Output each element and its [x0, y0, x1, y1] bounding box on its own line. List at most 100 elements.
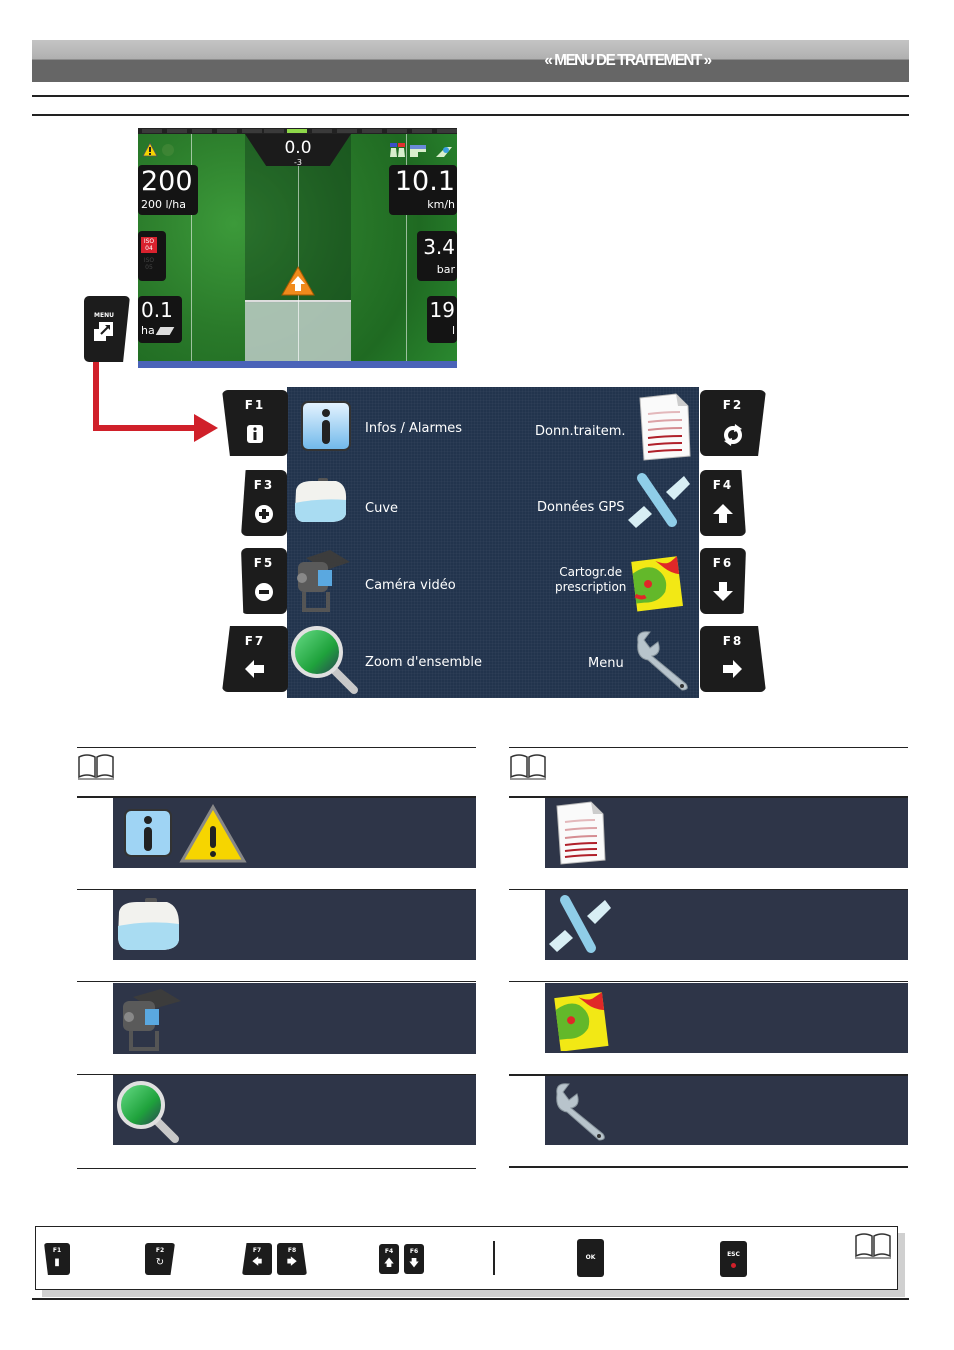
divider	[509, 889, 908, 890]
f2-key[interactable]: F2	[700, 390, 766, 456]
prescription-map-section	[545, 983, 908, 1053]
rate-panel[interactable]: 200 200 l/ha	[138, 165, 198, 215]
menu-item-donn-traitem[interactable]: Donn.traitem.	[535, 424, 626, 439]
f5-key[interactable]: F5	[241, 548, 287, 614]
section-title: « MENU DE TRAITEMENT »	[544, 52, 712, 69]
divider	[509, 1074, 908, 1076]
esc-dot-icon	[731, 1263, 736, 1268]
prescription-map-icon[interactable]	[628, 553, 684, 613]
rate-value: 200	[141, 166, 193, 197]
legend-esc-key: ESC	[720, 1241, 747, 1277]
f6-key[interactable]: F6	[700, 548, 746, 614]
f1-key-label: F1	[244, 398, 266, 412]
menu-item-menu[interactable]: Menu	[588, 656, 624, 671]
wrench-icon	[556, 1083, 605, 1141]
tank-icon[interactable]	[292, 476, 348, 524]
f7-key[interactable]: F7	[222, 626, 288, 692]
status-strip	[138, 361, 457, 368]
volume-value: 19	[429, 298, 455, 322]
divider	[77, 1168, 476, 1169]
document-icon[interactable]	[636, 392, 692, 462]
arrow-up-icon: 🡅	[383, 1258, 395, 1269]
menu-enter-icon	[94, 322, 113, 341]
section-header	[32, 40, 909, 82]
f1-key[interactable]: F1	[222, 390, 288, 456]
treatment-data-section	[545, 798, 908, 868]
area-panel[interactable]: 0.1 ha	[138, 296, 182, 343]
divider	[509, 796, 908, 798]
refresh-icon: ↻	[155, 1257, 165, 1268]
wrench-icon[interactable]	[630, 628, 694, 694]
legend-f8-label: F8	[287, 1247, 297, 1254]
info-alarm-section	[113, 798, 476, 868]
menu-item-camera-video[interactable]: Caméra vidéo	[365, 578, 456, 593]
guide-line	[191, 128, 192, 363]
menu-key[interactable]: MENU	[84, 296, 130, 362]
speed-unit: km/h	[427, 198, 455, 211]
iso-inactive-badge: ISO 05	[143, 257, 155, 271]
offset-sub: -3	[294, 158, 302, 167]
guide-line	[406, 128, 407, 363]
menu-item-zoom-ensemble[interactable]: Zoom d'ensemble	[365, 655, 482, 670]
menu-key-label: MENU	[94, 312, 114, 319]
run-screen: 0.0 -3 200 200 l/ha 10.1 km/h ISO 04 ISO…	[138, 128, 457, 368]
info-icon[interactable]	[300, 400, 352, 452]
settings-menu-section	[545, 1076, 908, 1145]
divider	[77, 889, 476, 890]
boom-section	[192, 129, 212, 133]
guide-line	[298, 300, 299, 361]
tank-section	[113, 890, 476, 960]
info-key-icon	[247, 425, 263, 443]
f7-key-label: F7	[244, 634, 266, 648]
f8-key[interactable]: F8	[700, 626, 766, 692]
boom-section	[437, 129, 457, 133]
f4-key[interactable]: F4	[700, 470, 746, 536]
legend-f1-key: F1 ▮	[44, 1243, 70, 1275]
menu-item-donnees-gps[interactable]: Données GPS	[537, 500, 625, 515]
legend-f7-label: F7	[252, 1247, 262, 1254]
divider	[509, 981, 908, 982]
warning-icon	[179, 804, 247, 863]
manual-book-icon	[510, 754, 546, 780]
speed-value: 10.1	[394, 166, 455, 197]
legend-f2-key: F2↻	[145, 1243, 175, 1275]
boom-section-bar	[138, 128, 457, 134]
f2-key-label: F2	[722, 398, 744, 412]
iso-panel: ISO 04 ISO 05	[138, 231, 166, 281]
legend-f1-label: F1	[52, 1247, 62, 1254]
divider	[32, 95, 909, 97]
arrow-right-icon: 🡆	[286, 1257, 298, 1268]
divider	[509, 1166, 908, 1168]
plus-icon	[255, 505, 273, 523]
boom-section	[142, 129, 162, 133]
f3-key[interactable]: F3	[241, 470, 287, 536]
info-key-icon: ▮	[54, 1257, 60, 1268]
menu-item-cuve[interactable]: Cuve	[365, 501, 399, 516]
legend-separator	[493, 1241, 495, 1275]
f8-key-label: F8	[722, 634, 744, 648]
document-icon	[556, 801, 606, 865]
legend-ok-key: OK	[577, 1239, 604, 1277]
magnifier-icon	[117, 1081, 179, 1143]
satellite-icon[interactable]	[626, 470, 692, 532]
divider	[77, 796, 476, 798]
camera-section	[113, 983, 476, 1054]
offset-value: 0.0	[284, 138, 312, 158]
speed-panel[interactable]: 10.1 km/h	[389, 165, 457, 215]
pressure-panel[interactable]: 3.4 bar	[417, 231, 457, 281]
arrow-left-icon	[245, 660, 264, 678]
divider	[32, 1298, 909, 1300]
magnifier-icon[interactable]	[290, 624, 362, 696]
volume-panel[interactable]: 19 l	[427, 296, 457, 343]
area-value: 0.1	[141, 298, 173, 322]
legend-f8-key: F8 🡆	[277, 1243, 307, 1275]
treatment-menu-panel	[287, 387, 699, 698]
arrow-down-icon: 🡇	[408, 1258, 420, 1269]
menu-item-infos-alarmes[interactable]: Infos / Alarmes	[365, 421, 463, 436]
divider	[77, 981, 476, 982]
boom-section	[264, 129, 284, 133]
volume-unit: l	[451, 324, 455, 337]
refresh-icon	[724, 424, 742, 446]
camera-icon[interactable]	[290, 548, 350, 614]
